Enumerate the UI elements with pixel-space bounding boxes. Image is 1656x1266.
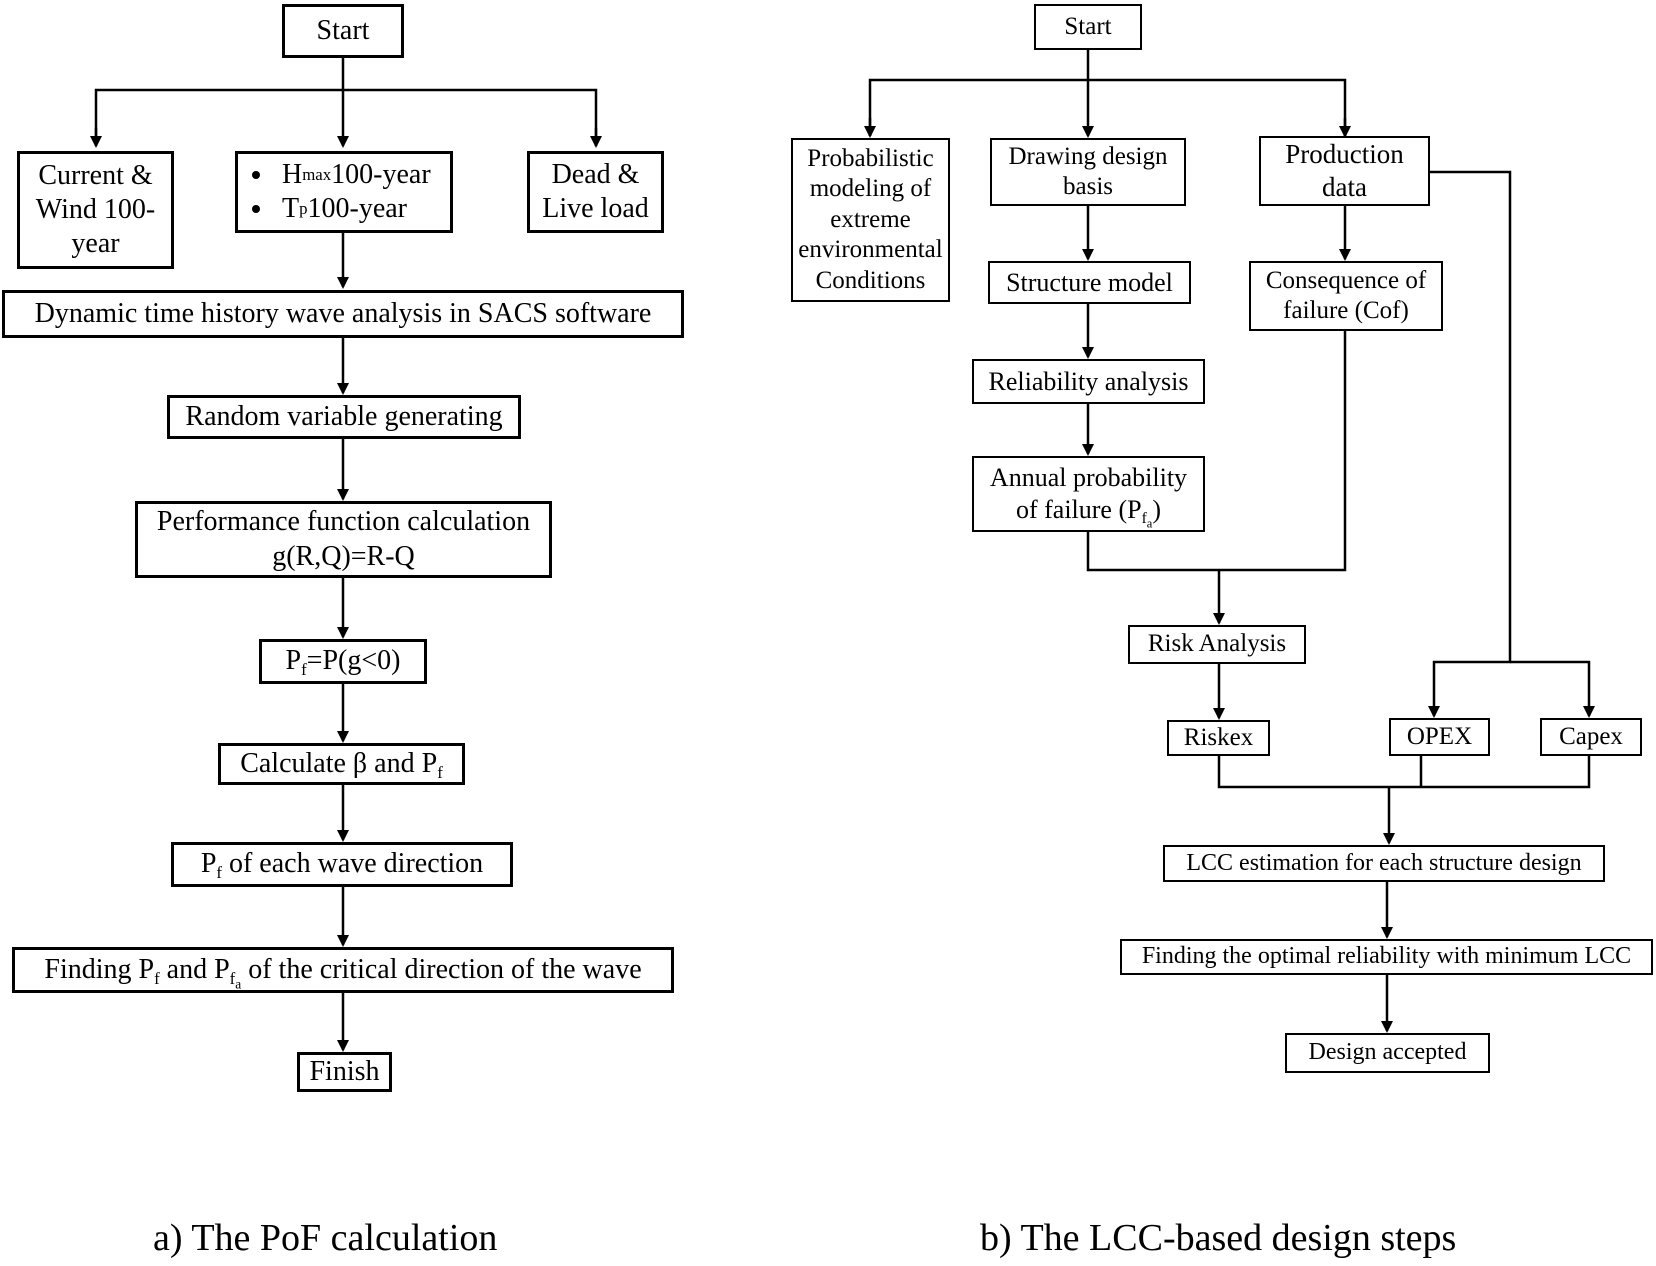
tp-symbol: T: [282, 193, 300, 224]
risk-analysis-node: Risk Analysis: [1128, 625, 1306, 664]
drawing-basis-node: Drawing design basis: [990, 138, 1186, 206]
optimal-reliability-label: Finding the optimal reliability with min…: [1141, 943, 1632, 970]
current-wind-node: Current & Wind 100- year: [17, 151, 174, 269]
opex-node: OPEX: [1389, 718, 1490, 756]
annual-line-2: of failure (Pfa): [1015, 494, 1162, 530]
dead-live-node: Dead & Live load: [527, 151, 664, 233]
start-node-a: Start: [282, 4, 404, 58]
finding-text-1: Finding P: [44, 953, 155, 985]
probabilistic-line-2: modeling of: [809, 175, 932, 203]
reliability-analysis-node: Reliability analysis: [972, 359, 1205, 404]
riskex-label: Riskex: [1183, 723, 1254, 751]
consequence-line-1: Consequence of: [1265, 266, 1427, 294]
finding-critical-node: Finding Pf and Pfa of the critical direc…: [12, 947, 674, 993]
hmax-text: 100-year: [331, 158, 431, 190]
current-wind-line-3: year: [71, 228, 120, 260]
probabilistic-node: Probabilistic modeling of extreme enviro…: [791, 138, 950, 302]
annual-probability-node: Annual probability of failure (Pfa): [972, 456, 1205, 532]
dead-live-line-1: Dead &: [551, 158, 640, 190]
drawing-basis-line-1: Drawing design: [1008, 142, 1168, 170]
annual-text-1: of failure (P: [1015, 495, 1142, 524]
design-accepted-label: Design accepted: [1308, 1039, 1467, 1066]
finding-text-3: of the critical direction of the wave: [241, 953, 642, 985]
annual-line-1: Annual probability: [989, 463, 1188, 493]
current-wind-line-2: Wind 100-: [35, 193, 156, 225]
performance-function-node: Performance function calculation g(R,Q)=…: [135, 501, 552, 578]
pf-equation-text: =P(g<0): [306, 645, 401, 677]
annual-subscript: fa: [1141, 510, 1153, 530]
finding-subscript-1: f: [154, 968, 160, 988]
pf-each-direction-node: Pf of each wave direction: [171, 842, 513, 887]
start-node-b: Start: [1034, 4, 1142, 50]
performance-line-2: g(R,Q)=R-Q: [272, 540, 415, 572]
random-variable-node: Random variable generating: [167, 395, 521, 439]
finding-subscript-2: fa: [229, 968, 242, 991]
probabilistic-line-3: extreme: [830, 205, 911, 233]
consequence-line-2: failure (Cof): [1283, 297, 1409, 324]
pf-each-text: of each wave direction: [221, 848, 484, 880]
annual-text-2: ): [1152, 495, 1162, 524]
reliability-analysis-label: Reliability analysis: [988, 366, 1189, 396]
calculate-beta-subscript: f: [437, 762, 443, 782]
production-line-1: Production: [1285, 139, 1404, 170]
pf-each-direction-label: Pf of each wave direction: [201, 847, 483, 881]
calculate-beta-text: Calculate β and P: [240, 747, 438, 779]
pf-equation-node: Pf=P(g<0): [259, 639, 427, 684]
riskex-node: Riskex: [1167, 720, 1270, 756]
tp-text: 100-year: [307, 193, 408, 224]
finding-subscript-2-text: f: [229, 968, 236, 988]
random-variable-label: Random variable generating: [185, 400, 503, 432]
probabilistic-line-4: environmental: [798, 236, 943, 264]
pf-each-subscript: f: [216, 863, 222, 883]
production-line-2: data: [1322, 172, 1367, 202]
pf-subscript: f: [301, 660, 307, 680]
opex-label: OPEX: [1406, 722, 1473, 750]
lcc-estimation-label: LCC estimation for each structure design: [1186, 849, 1582, 876]
lcc-estimation-node: LCC estimation for each structure design: [1163, 845, 1605, 882]
current-wind-line-1: Current &: [38, 159, 153, 191]
dynamic-analysis-label: Dynamic time history wave analysis in SA…: [34, 297, 652, 329]
optimal-reliability-node: Finding the optimal reliability with min…: [1120, 939, 1653, 975]
finish-label: Finish: [309, 1055, 380, 1087]
annual-subsubscript: a: [1146, 516, 1153, 531]
caption-b: b) The LCC-based design steps: [980, 1217, 1457, 1259]
hmax-symbol: H: [282, 158, 303, 190]
dead-live-line-2: Live load: [542, 193, 649, 224]
production-data-node: Production data: [1259, 136, 1430, 206]
calculate-beta-node: Calculate β and Pf: [218, 743, 465, 785]
finish-node: Finish: [297, 1052, 392, 1092]
risk-analysis-label: Risk Analysis: [1147, 630, 1287, 658]
performance-line-1: Performance function calculation: [156, 506, 531, 538]
structure-model-node: Structure model: [988, 261, 1191, 304]
finding-text-2: and P: [159, 953, 230, 985]
annual-subscript-text: f: [1141, 510, 1147, 528]
pf-equation-label: Pf=P(g<0): [286, 644, 401, 678]
start-label: Start: [1064, 12, 1112, 40]
structure-model-label: Structure model: [1006, 267, 1173, 297]
dynamic-analysis-node: Dynamic time history wave analysis in SA…: [2, 290, 684, 338]
capex-label: Capex: [1559, 722, 1623, 750]
pf-symbol: P: [285, 645, 302, 677]
finding-subscript-2b: a: [235, 976, 242, 992]
capex-node: Capex: [1540, 718, 1642, 756]
consequence-node: Consequence of failure (Cof): [1249, 261, 1443, 331]
calculate-beta-label: Calculate β and Pf: [240, 747, 443, 781]
drawing-basis-line-2: basis: [1063, 173, 1113, 200]
bullet-icon: [252, 205, 260, 214]
bullet-icon: [252, 170, 260, 179]
design-accepted-node: Design accepted: [1285, 1033, 1490, 1073]
pf-each-symbol: P: [200, 848, 217, 880]
caption-a: a) The PoF calculation: [153, 1217, 498, 1259]
start-label: Start: [316, 14, 370, 46]
probabilistic-line-5: Conditions: [815, 266, 926, 294]
finding-critical-label: Finding Pf and Pfa of the critical direc…: [44, 953, 642, 991]
probabilistic-line-1: Probabilistic: [807, 144, 934, 172]
